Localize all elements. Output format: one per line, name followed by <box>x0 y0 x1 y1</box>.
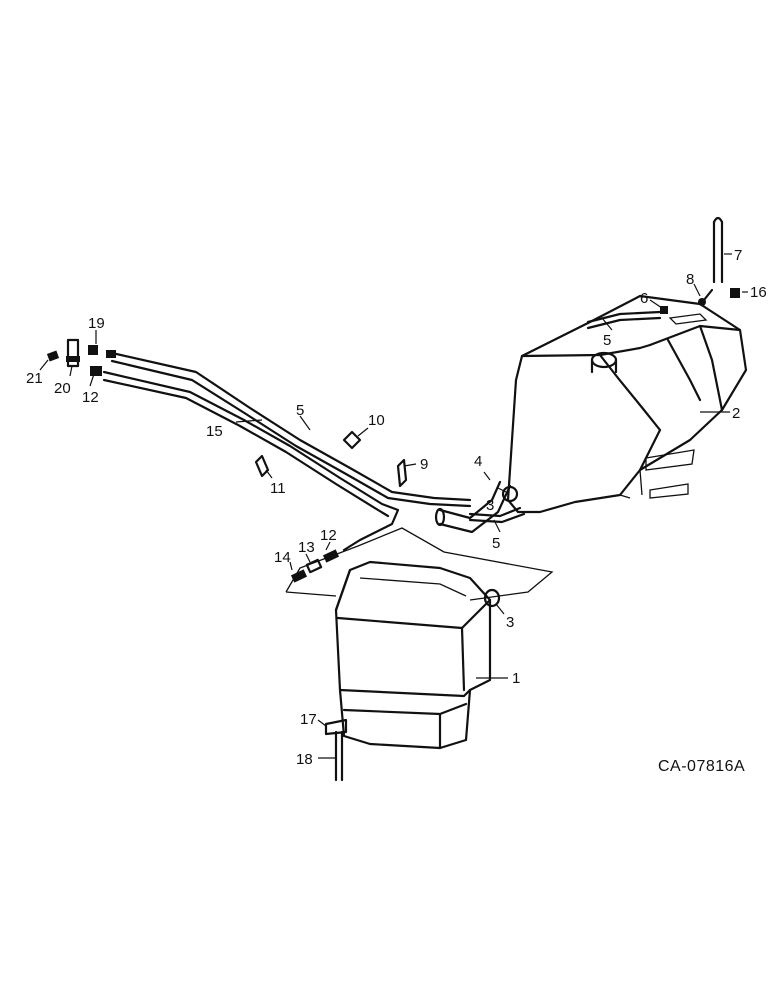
hose-clamp-lower <box>483 588 501 608</box>
callout-labels: 1 2 3 3 4 5 5 5 6 7 8 9 10 11 12 12 13 1… <box>26 247 767 768</box>
callout-17: 17 <box>300 711 317 728</box>
hose-clamp-upper <box>501 485 519 503</box>
callout-11: 11 <box>270 480 286 497</box>
tank-strap-and-vent <box>660 216 740 314</box>
callout-19: 19 <box>88 315 105 332</box>
callout-5-lower: 5 <box>492 535 500 552</box>
callout-3-lower: 3 <box>506 614 514 631</box>
callout-21: 21 <box>26 370 43 387</box>
callout-9: 9 <box>420 456 428 473</box>
callout-12-left: 12 <box>82 389 99 406</box>
fitting-cluster-left <box>46 338 116 376</box>
auxiliary-fuel-tank <box>285 527 554 750</box>
fuel-hose <box>434 480 512 534</box>
callout-1: 1 <box>512 670 520 687</box>
callout-5-vent: 5 <box>603 332 611 349</box>
line-clips <box>254 430 408 488</box>
callout-16: 16 <box>750 284 767 301</box>
callout-3-upper: 3 <box>486 497 494 514</box>
callout-18: 18 <box>296 751 313 768</box>
drawing-code: CA-07816A <box>658 758 746 775</box>
callout-7: 7 <box>734 247 742 264</box>
main-fuel-tank <box>506 294 748 514</box>
callout-2: 2 <box>732 405 740 422</box>
callout-8: 8 <box>686 271 694 288</box>
callout-6: 6 <box>640 290 648 307</box>
callout-15: 15 <box>206 423 223 440</box>
callout-20: 20 <box>54 380 71 397</box>
callout-12-connector: 12 <box>320 527 337 544</box>
line-connectors <box>290 549 340 583</box>
callout-14: 14 <box>274 549 291 566</box>
drain-valve <box>324 718 348 782</box>
callout-10: 10 <box>368 412 385 429</box>
fuel-lines <box>102 310 662 552</box>
leader-lines <box>39 253 748 759</box>
callout-5-lines: 5 <box>296 402 304 419</box>
callout-4: 4 <box>474 453 482 470</box>
callout-13: 13 <box>298 539 315 556</box>
